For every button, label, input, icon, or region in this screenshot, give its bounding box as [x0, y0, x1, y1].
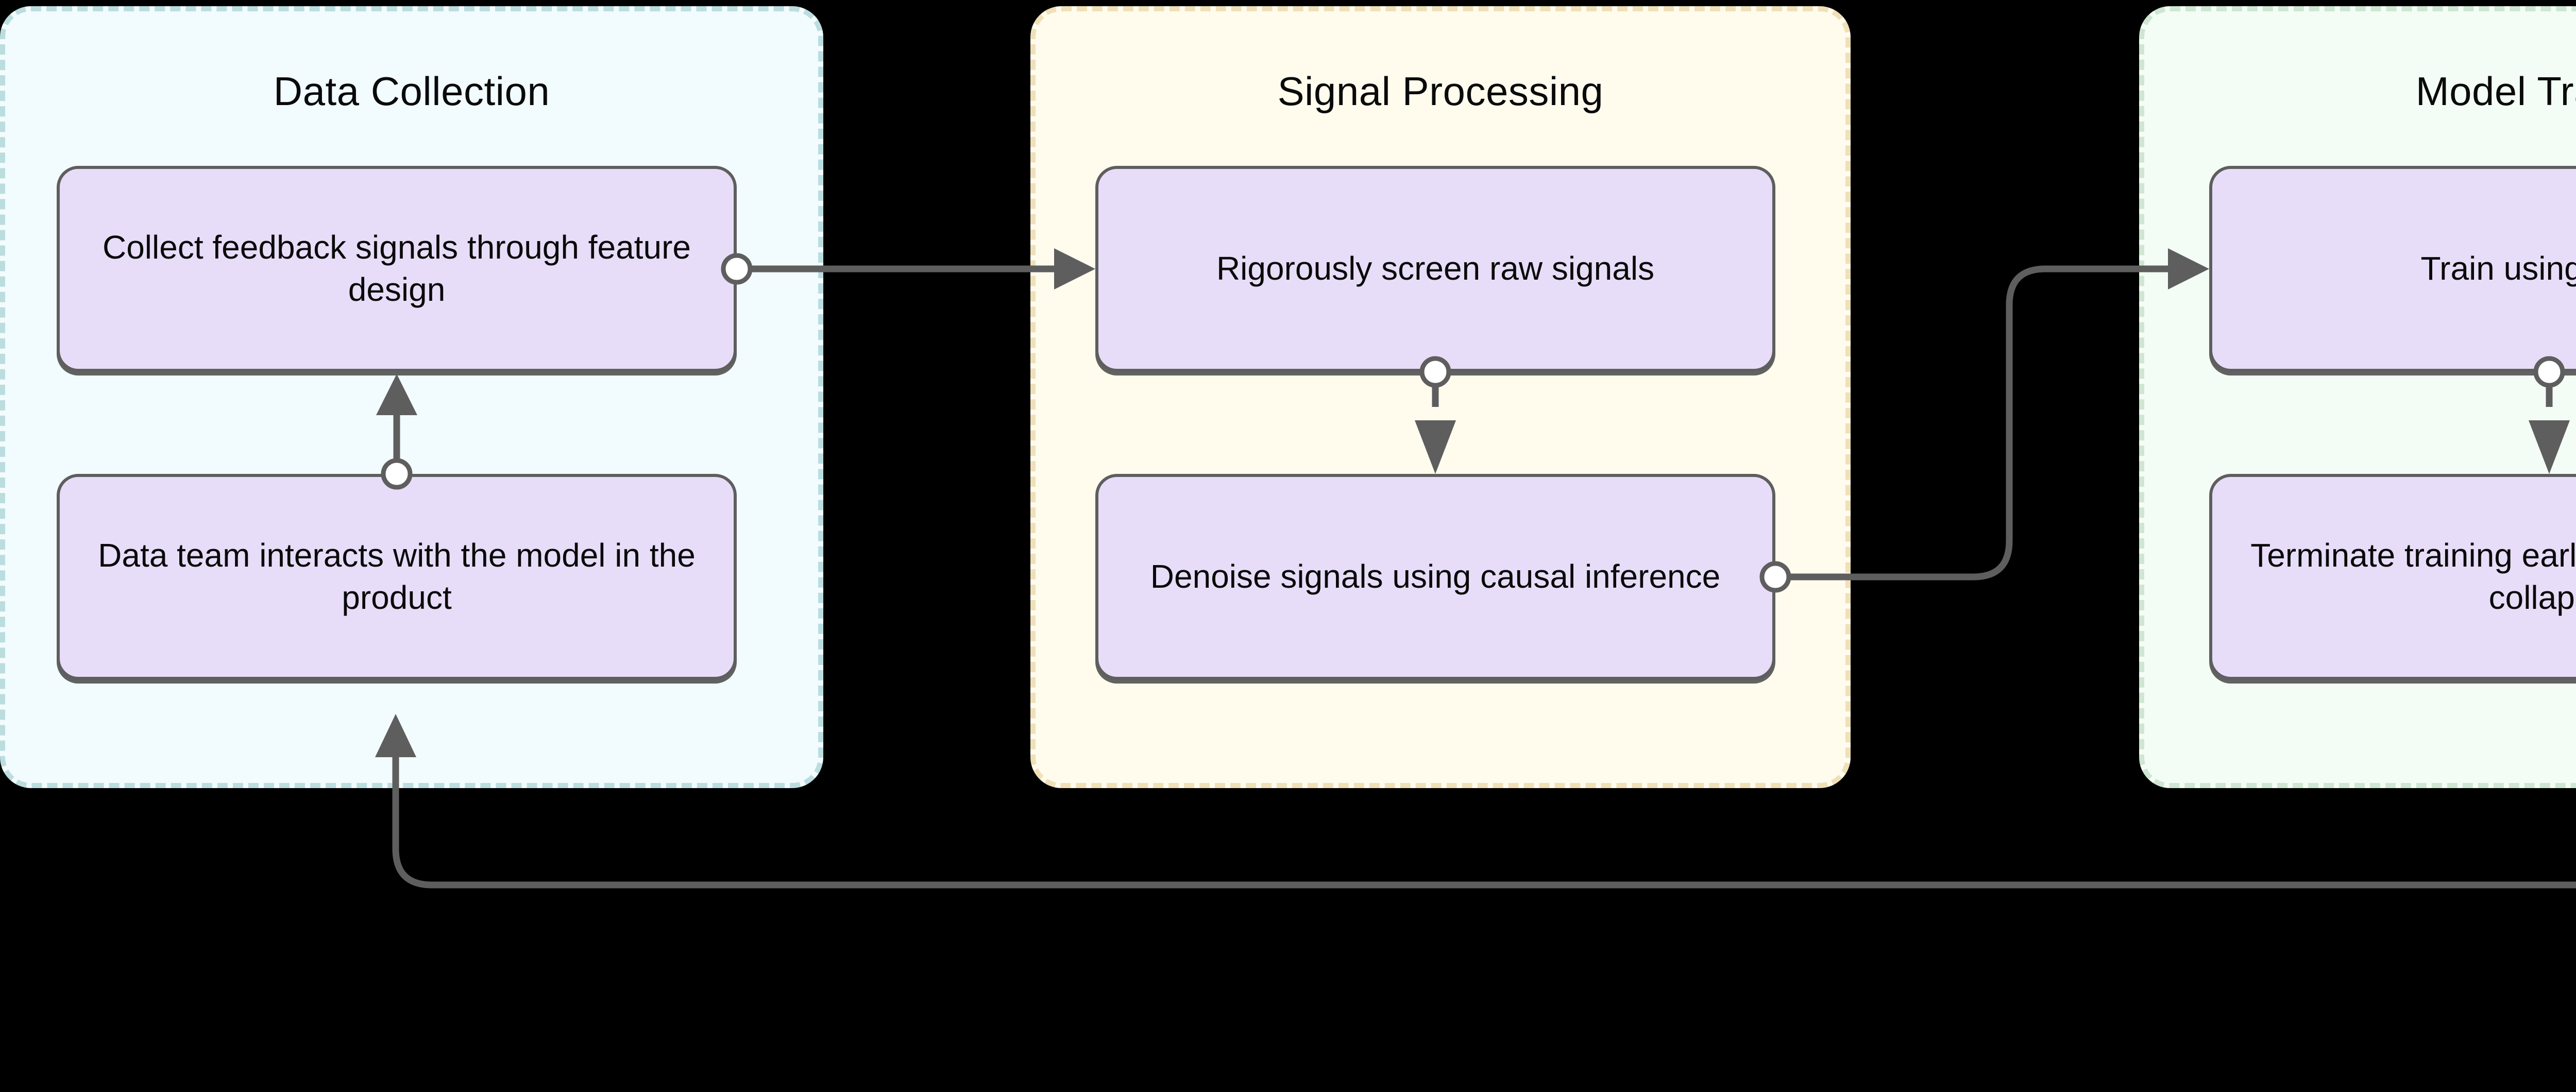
- node-train-rlhf[interactable]: Train using RLHF: [2209, 166, 2576, 372]
- node-denoise-signals[interactable]: Denoise signals using causal inference: [1095, 474, 1775, 680]
- panel-title-data-collection: Data Collection: [273, 69, 550, 114]
- panel-title-model-training: Model Training: [2415, 69, 2576, 114]
- node-screen-raw-signals[interactable]: Rigorously screen raw signals: [1095, 166, 1775, 372]
- node-data-team-interacts[interactable]: Data team interacts with the model in th…: [57, 474, 737, 680]
- node-collect-feedback[interactable]: Collect feedback signals through feature…: [57, 166, 737, 372]
- panel-title-signal-processing: Signal Processing: [1277, 69, 1604, 114]
- node-terminate-training[interactable]: Terminate training early to avoid divers…: [2209, 474, 2576, 680]
